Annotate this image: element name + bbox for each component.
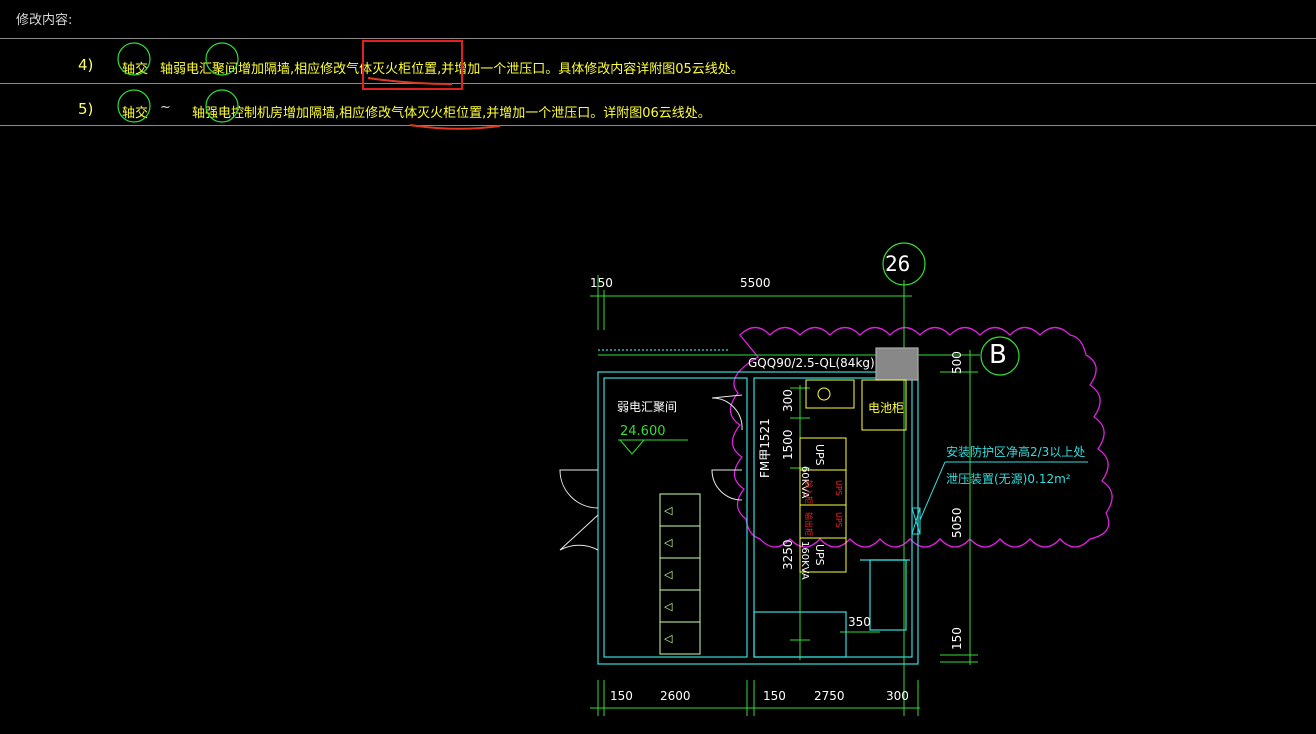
note-number: 4): [78, 56, 94, 74]
fm-door-label: FM甲1521: [758, 418, 772, 478]
note-line-2: 泄压装置(无源)0.12m²: [946, 472, 1071, 486]
dim-top-5500: 5500: [740, 276, 771, 290]
red-label: UPS: [834, 512, 843, 528]
svg-text:◁: ◁: [664, 632, 673, 645]
dimension-lines: [590, 290, 978, 716]
note-number: 5): [78, 100, 94, 118]
dim-top-150: 150: [590, 276, 613, 290]
dim-right-150: 150: [950, 627, 964, 650]
dim-bottom-150b: 150: [763, 689, 786, 703]
rack-markers: ◁ ◁ ◁ ◁ ◁: [664, 504, 673, 645]
dim-bottom-150: 150: [610, 689, 633, 703]
door-swings: [559, 394, 743, 551]
walls: [597, 347, 919, 665]
room-name: 弱电汇聚间: [617, 400, 678, 414]
svg-text:◁: ◁: [664, 600, 673, 613]
ups-bottom-label: UPS: [813, 544, 826, 566]
grid-lines: [597, 275, 980, 715]
red-underline: [409, 124, 501, 130]
grid-label-b: B: [989, 340, 1007, 370]
ups-bottom-kva: 160KVA: [799, 541, 810, 580]
note-tilde: ~: [160, 100, 171, 115]
red-label: UPS: [834, 480, 843, 496]
elevation-text: 24.600: [620, 424, 666, 439]
ups-top-label: UPS: [813, 444, 826, 466]
grid-bubble-26: [882, 242, 926, 286]
battery-label: 电池柜: [868, 401, 905, 415]
divider: [0, 83, 1316, 84]
axis-bubbles: [117, 42, 239, 123]
svg-text:◁: ◁: [664, 504, 673, 517]
relief-vent: [911, 461, 1088, 535]
note-text: 轴强电控制机房增加隔墙,相应修改气体灭火柜位置,并增加一个泄压口。详附图06云线…: [192, 106, 711, 121]
page-title: 修改内容:: [16, 13, 73, 28]
divider: [0, 125, 1316, 126]
dim-bottom-2750: 2750: [814, 689, 845, 703]
dim-right-5050: 5050: [950, 507, 964, 538]
highlight-box: [362, 40, 463, 90]
svg-text:◁: ◁: [664, 536, 673, 549]
red-label: 输入柜: [804, 480, 813, 504]
note-text: 轴弱电汇聚间增加隔墙,相应修改气体灭火柜位置,并增加一个泄压口。具体修改内容详附…: [160, 62, 744, 77]
divider: [0, 38, 1316, 39]
note-line-1: 安装防护区净高2/3以上处: [946, 445, 1086, 459]
svg-text:◁: ◁: [664, 568, 673, 581]
red-underline: [367, 77, 453, 85]
note-ref: 轴交: [122, 106, 149, 121]
dim-bottom-300: 300: [886, 689, 909, 703]
dim-inner-350: 350: [848, 615, 871, 629]
dim-bottom-2600: 2600: [660, 689, 691, 703]
dim-inner-300: 300: [781, 389, 795, 412]
gas-cabinet-label: GQQ90/2.5-QL(84kg): [748, 356, 875, 370]
dim-right-500: 500: [950, 351, 964, 374]
revision-cloud: [729, 326, 1113, 548]
equipment: [659, 379, 907, 655]
dim-inner-1500: 1500: [781, 429, 795, 460]
dim-inner-3250: 3250: [781, 539, 795, 570]
grid-bubble-b: [980, 336, 1020, 376]
elevation-marker: [618, 439, 688, 455]
red-label: 输出柜: [804, 512, 813, 536]
grid-label-26: 26: [885, 252, 911, 276]
